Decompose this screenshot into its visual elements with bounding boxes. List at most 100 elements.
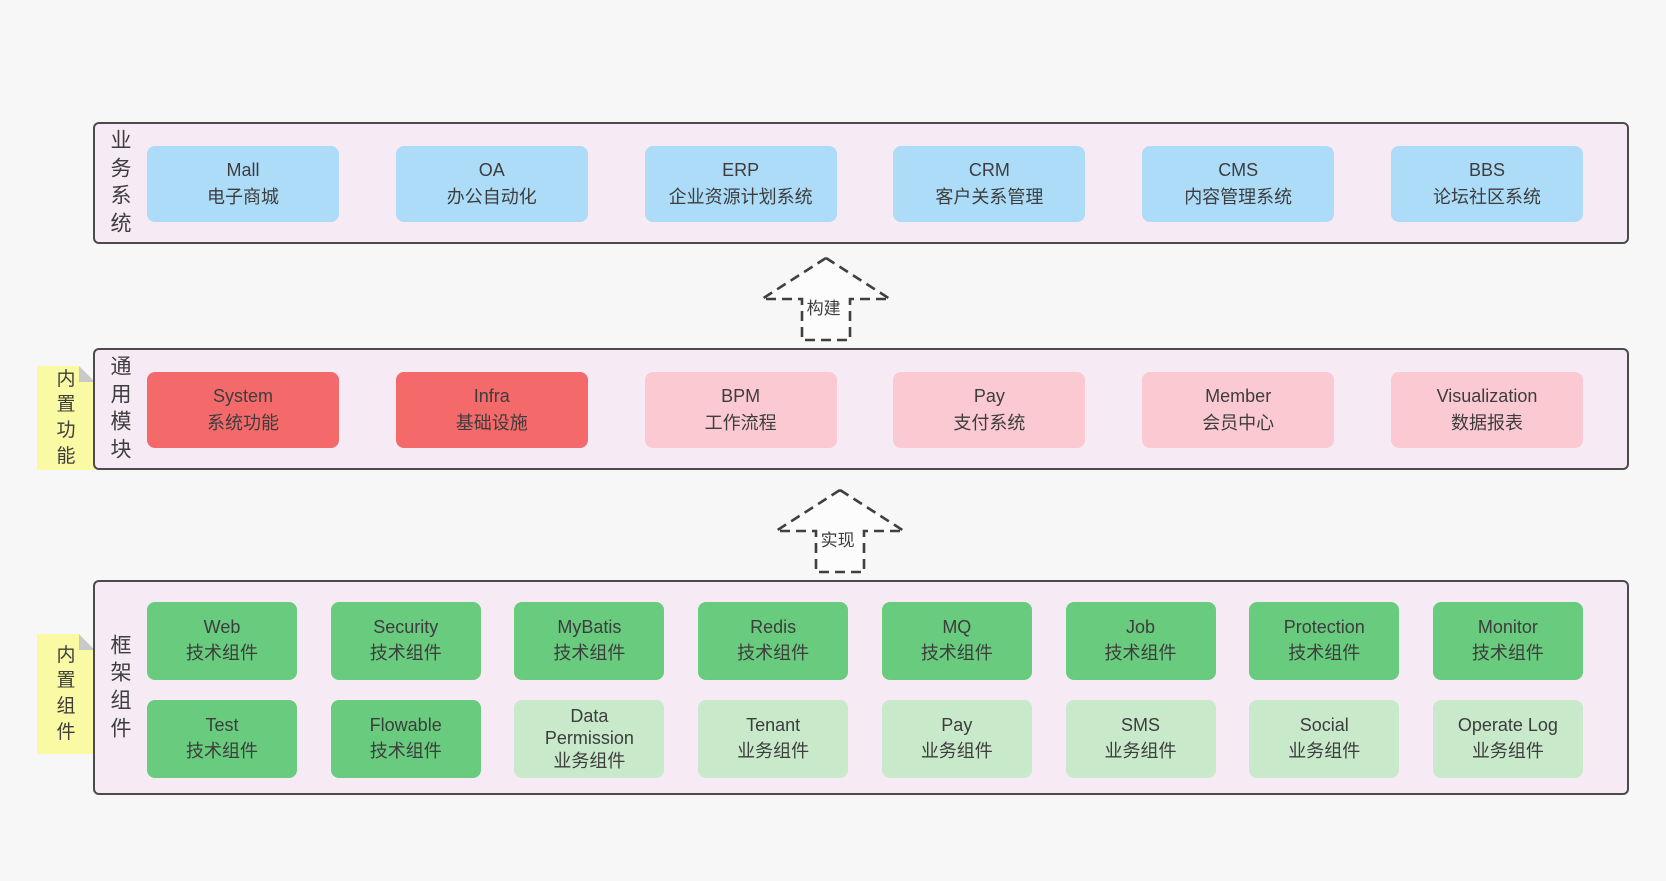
box-title: MQ bbox=[942, 617, 972, 638]
sticky-note-label: 内置功能 bbox=[56, 368, 76, 467]
box-subtitle: 技术组件 bbox=[553, 643, 626, 663]
layer-framework-components-label: 框架组件 bbox=[110, 634, 132, 741]
box-subtitle: 论坛社区系统 bbox=[1432, 187, 1541, 207]
sticky-note-label: 内置组件 bbox=[56, 644, 76, 743]
arrow-build: 构建 bbox=[756, 254, 896, 344]
box-subtitle: 业务组件 bbox=[1104, 741, 1177, 761]
box-title: Job bbox=[1126, 617, 1156, 638]
box-bbs: BBS 论坛社区系统 bbox=[1390, 146, 1583, 222]
box-web: Web 技术组件 bbox=[147, 602, 297, 680]
box-title: ERP bbox=[722, 160, 760, 180]
box-protection: Protection 技术组件 bbox=[1249, 602, 1400, 680]
box-cms: CMS 内容管理系统 bbox=[1142, 146, 1335, 222]
box-subtitle: 技术组件 bbox=[920, 643, 993, 663]
layer-business-systems-label: 业务系统 bbox=[110, 129, 132, 236]
box-subtitle: 技术组件 bbox=[369, 643, 442, 663]
box-subtitle: 系统功能 bbox=[207, 413, 279, 433]
box-subtitle: 技术组件 bbox=[737, 643, 810, 663]
box-title: Pay bbox=[973, 386, 1005, 406]
box-title: CMS bbox=[1218, 160, 1259, 180]
box-title: Security bbox=[373, 617, 439, 638]
box-title: Visualization bbox=[1436, 386, 1538, 406]
box-title: Test bbox=[205, 715, 239, 736]
box-title: Mall bbox=[226, 160, 260, 180]
box-title: Tenant bbox=[746, 715, 801, 736]
arrow-implement-label: 实现 bbox=[817, 525, 858, 552]
box-subtitle: 工作流程 bbox=[704, 413, 777, 433]
box-subtitle: 业务组件 bbox=[920, 741, 993, 761]
box-subtitle: 会员中心 bbox=[1202, 413, 1275, 433]
box-title: CRM bbox=[968, 160, 1010, 180]
box-title: Flowable bbox=[369, 715, 442, 736]
box-social: Social 业务组件 bbox=[1249, 700, 1400, 778]
box-title: BBS bbox=[1468, 160, 1505, 180]
box-subtitle: 支付系统 bbox=[953, 413, 1026, 433]
box-system: System 系统功能 bbox=[147, 372, 339, 448]
box-redis: Redis 技术组件 bbox=[698, 602, 849, 680]
business-systems-row: Mall 电子商城 OA 办公自动化 ERP 企业资源计划系统 CRM 客户关系… bbox=[147, 146, 1583, 222]
framework-components-row-1: Web 技术组件 Security 技术组件 MyBatis 技术组件 Redi… bbox=[147, 602, 1583, 680]
box-subtitle: 技术组件 bbox=[369, 741, 442, 761]
box-title: Data Permission bbox=[544, 705, 634, 749]
layer-common-modules-label: 通用模块 bbox=[110, 355, 132, 462]
layer-framework-components: 框架组件 Web 技术组件 Security 技术组件 MyBatis 技术组件… bbox=[93, 580, 1629, 795]
box-subtitle: 电子商城 bbox=[207, 187, 279, 207]
box-title: Pay bbox=[941, 715, 973, 736]
box-title: OA bbox=[478, 160, 505, 180]
box-title: MyBatis bbox=[557, 617, 622, 638]
box-subtitle: 客户关系管理 bbox=[935, 187, 1044, 207]
box-data-permission: Data Permission 业务组件 bbox=[514, 700, 665, 778]
box-oa: OA 办公自动化 bbox=[395, 146, 588, 222]
box-title: System bbox=[212, 386, 273, 406]
box-subtitle: 内容管理系统 bbox=[1184, 187, 1293, 207]
box-subtitle: 业务组件 bbox=[737, 741, 810, 761]
box-test: Test 技术组件 bbox=[147, 700, 297, 778]
box-visualization: Visualization 数据报表 bbox=[1390, 372, 1583, 448]
common-modules-row: System 系统功能 Infra 基础设施 BPM 工作流程 Pay 支付系统… bbox=[147, 372, 1583, 448]
box-title: Infra bbox=[473, 386, 510, 406]
box-subtitle: 技术组件 bbox=[1104, 643, 1177, 663]
layer-common-modules: 通用模块 System 系统功能 Infra 基础设施 BPM 工作流程 Pay… bbox=[93, 348, 1629, 470]
sticky-note-builtin-features: 内置功能 bbox=[37, 366, 95, 470]
box-subtitle: 技术组件 bbox=[186, 741, 258, 761]
box-subtitle: 技术组件 bbox=[186, 643, 258, 663]
box-title: Protection bbox=[1283, 617, 1365, 638]
framework-components-row-2: Test 技术组件 Flowable 技术组件 Data Permission … bbox=[147, 700, 1583, 778]
box-title: BPM bbox=[721, 386, 761, 406]
box-title: Social bbox=[1299, 715, 1349, 736]
box-subtitle: 基础设施 bbox=[455, 413, 528, 433]
box-tenant: Tenant 业务组件 bbox=[698, 700, 849, 778]
arrow-implement: 实现 bbox=[770, 486, 910, 576]
box-title: SMS bbox=[1121, 715, 1161, 736]
box-title: Member bbox=[1205, 386, 1272, 406]
box-title: Operate Log bbox=[1457, 715, 1558, 736]
box-subtitle: 办公自动化 bbox=[446, 187, 537, 207]
box-monitor: Monitor 技术组件 bbox=[1432, 602, 1583, 680]
box-mybatis: MyBatis 技术组件 bbox=[514, 602, 665, 680]
box-infra: Infra 基础设施 bbox=[395, 372, 588, 448]
box-crm: CRM 客户关系管理 bbox=[893, 146, 1086, 222]
box-mq: MQ 技术组件 bbox=[881, 602, 1032, 680]
box-flowable: Flowable 技术组件 bbox=[330, 700, 481, 778]
box-title: Monitor bbox=[1477, 617, 1538, 638]
box-subtitle: 数据报表 bbox=[1450, 413, 1523, 433]
box-operate-log: Operate Log 业务组件 bbox=[1432, 700, 1583, 778]
box-sms: SMS 业务组件 bbox=[1065, 700, 1216, 778]
box-mall: Mall 电子商城 bbox=[147, 146, 339, 222]
box-job: Job 技术组件 bbox=[1065, 602, 1216, 680]
sticky-note-builtin-components: 内置组件 bbox=[37, 634, 95, 754]
box-member: Member 会员中心 bbox=[1142, 372, 1335, 448]
box-subtitle: 企业资源计划系统 bbox=[668, 187, 813, 207]
box-erp: ERP 企业资源计划系统 bbox=[644, 146, 837, 222]
box-title: Web bbox=[203, 617, 241, 638]
layer-business-systems: 业务系统 Mall 电子商城 OA 办公自动化 ERP 企业资源计划系统 CRM… bbox=[93, 122, 1629, 244]
box-pay-system: Pay 支付系统 bbox=[893, 372, 1086, 448]
box-bpm: BPM 工作流程 bbox=[644, 372, 837, 448]
box-security: Security 技术组件 bbox=[330, 602, 481, 680]
box-title: Redis bbox=[750, 617, 797, 638]
box-subtitle: 业务组件 bbox=[1471, 741, 1544, 761]
box-subtitle: 业务组件 bbox=[1288, 741, 1361, 761]
box-subtitle: 技术组件 bbox=[1288, 643, 1361, 663]
arrow-build-label: 构建 bbox=[803, 293, 844, 320]
